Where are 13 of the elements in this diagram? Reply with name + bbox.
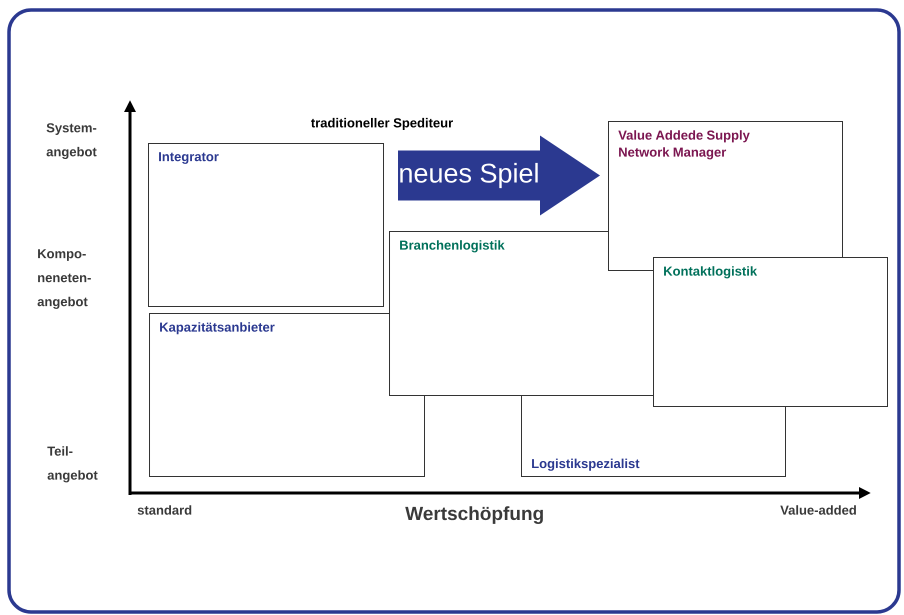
axis-label: standard [138,505,192,515]
box: Kapazitätsanbieter [149,313,425,477]
axis-label: Wertschöpfung [405,506,543,524]
heading-text: traditioneller Spediteur [311,118,453,130]
axis-label: System- angebot [46,123,97,160]
box: Logistikspezialist [521,395,786,477]
edge-label: neues Spiel [400,162,538,188]
axis-label: Teil- angebot [47,446,98,482]
axis-label: Kompo- neneten- angebot [38,249,91,309]
block-arrow [398,136,600,216]
box: Kontaktlogistik [653,257,888,407]
axis-label: Value-added [780,505,856,515]
box: Integrator [148,143,384,307]
